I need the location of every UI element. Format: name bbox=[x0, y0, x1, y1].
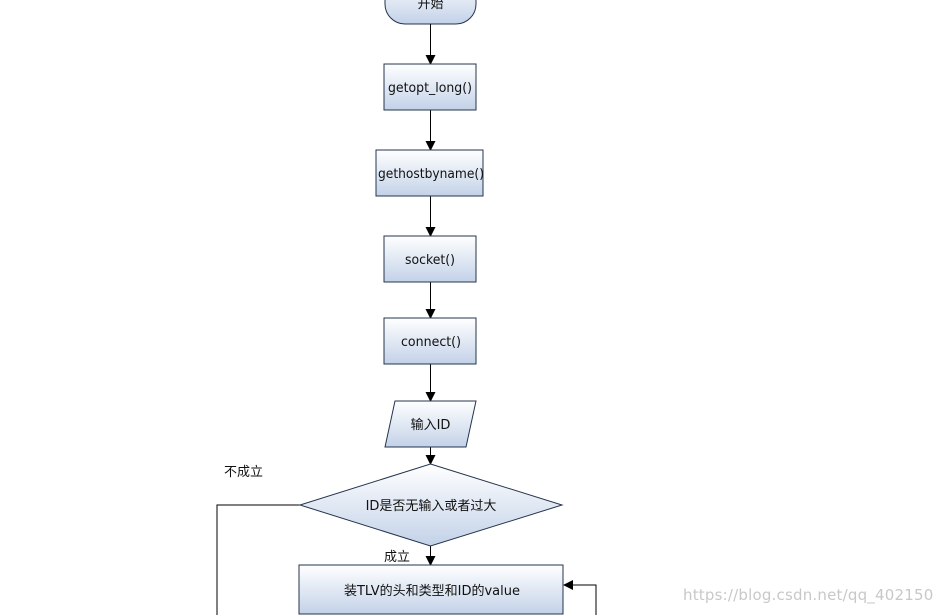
gethost-node: gethostbyname() bbox=[375, 149, 484, 197]
input-id-label: 输入ID bbox=[411, 417, 451, 433]
socket-node: socket() bbox=[383, 235, 477, 283]
start-label: 开始 bbox=[417, 0, 443, 12]
pack-label: 装TLV的头和类型和ID的value bbox=[344, 583, 520, 599]
socket-label: socket() bbox=[405, 253, 455, 268]
edge-loop-back bbox=[563, 580, 597, 615]
edge-label-pass: 成立 bbox=[384, 550, 410, 565]
getopt-node: getopt_long() bbox=[383, 63, 477, 111]
connect-label: connect() bbox=[401, 335, 461, 350]
getopt-label: getopt_long() bbox=[388, 81, 472, 96]
edge-label-fail: 不成立 bbox=[224, 465, 263, 480]
gethost-label: gethostbyname() bbox=[378, 167, 484, 182]
decision-label: ID是否无输入或者过大 bbox=[366, 498, 497, 514]
watermark: https://blog.csdn.net/qq_40215005 bbox=[683, 586, 934, 604]
connect-node: connect() bbox=[383, 317, 477, 365]
edge-decision-fail bbox=[216, 504, 300, 615]
input-id-node: 输入ID bbox=[384, 400, 477, 448]
decision-node: ID是否无输入或者过大 bbox=[298, 463, 564, 547]
pack-node: 装TLV的头和类型和ID的value bbox=[298, 564, 564, 615]
start-node: 开始 bbox=[384, 0, 477, 25]
